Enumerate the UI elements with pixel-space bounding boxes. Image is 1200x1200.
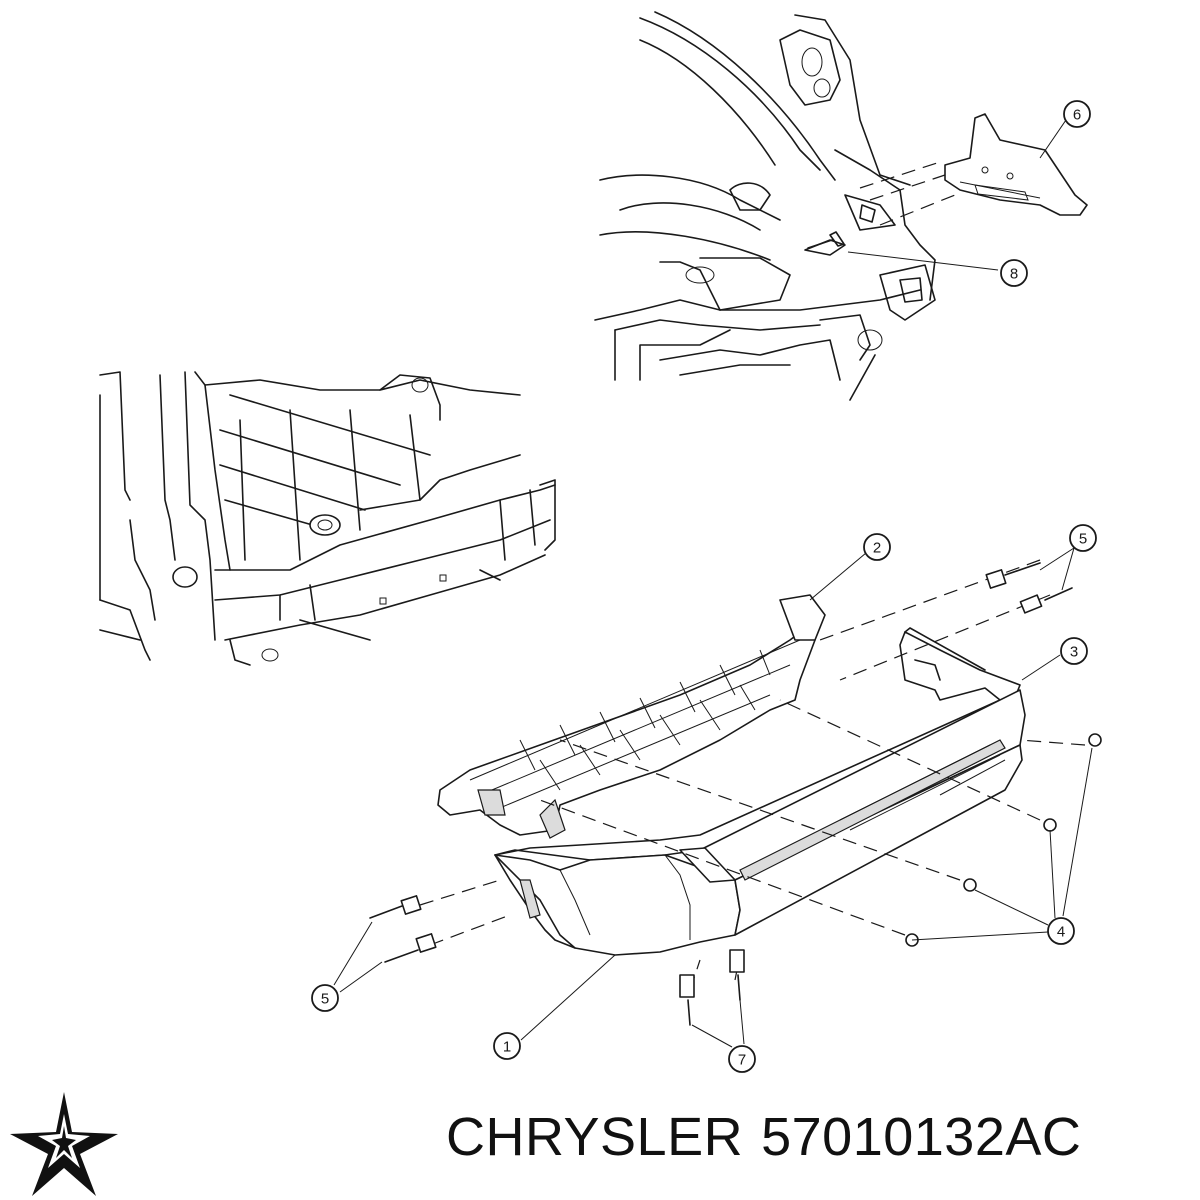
rear-floor-view: [99, 371, 556, 666]
callout-circle: [1047, 917, 1075, 945]
part-number: 57010132AC: [761, 1107, 1082, 1167]
callout-number: 7: [738, 1052, 746, 1069]
quarter-panel-view: [594, 11, 1088, 401]
callout-number: 4: [1057, 924, 1065, 941]
callout-6: 6: [1063, 100, 1091, 128]
callout-circle: [1063, 100, 1091, 128]
callout-2: 2: [863, 533, 891, 561]
callout-number: 8: [1010, 266, 1018, 283]
callout-circle: [311, 984, 339, 1012]
callout-circle: [1000, 259, 1028, 287]
callout-3: 3: [1060, 637, 1088, 665]
chrysler-pentastar-icon: [10, 1092, 118, 1196]
callout-number: 5: [1079, 531, 1087, 548]
part-caption: CHRYSLER 57010132AC: [446, 1106, 1099, 1168]
brand-name: CHRYSLER: [446, 1107, 744, 1167]
callout-7: 7: [728, 1045, 756, 1073]
callout-number: 5: [321, 991, 329, 1008]
callout-circle: [493, 1032, 521, 1060]
callout-4: 4: [1047, 917, 1075, 945]
leader-lines: [333, 119, 1093, 1048]
callout-labels: 1 2 3 4 5 5 6 7 8: [311, 100, 1097, 1073]
callout-number: 1: [503, 1039, 511, 1056]
callout-5: 5: [1069, 524, 1097, 552]
callout-1: 1: [493, 1032, 521, 1060]
callout-number: 3: [1070, 644, 1078, 661]
callout-number: 2: [873, 540, 881, 557]
callout-number: 6: [1073, 107, 1081, 124]
callout-8: 8: [1000, 259, 1028, 287]
callout-circle: [1060, 637, 1088, 665]
bumper-exploded-view: [369, 559, 1102, 1026]
callout-circle: [863, 533, 891, 561]
callout-5: 5: [311, 984, 339, 1012]
callout-circle: [728, 1045, 756, 1073]
callout-circle: [1069, 524, 1097, 552]
